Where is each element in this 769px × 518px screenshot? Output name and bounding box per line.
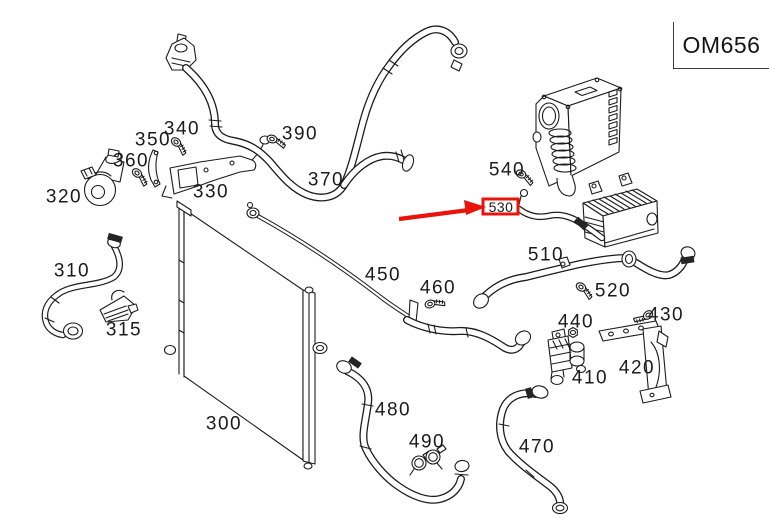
hose-530-drawing [519,188,602,239]
callout-520[interactable]: 520 [594,280,632,302]
callout-420[interactable]: 420 [618,357,656,379]
callout-300[interactable]: 300 [205,413,243,435]
callout-490[interactable]: 490 [408,431,446,453]
callout-460[interactable]: 460 [419,277,457,299]
callout-440[interactable]: 440 [557,311,595,333]
callout-320[interactable]: 320 [45,186,83,208]
highlight-annotation [398,197,520,222]
callout-480[interactable]: 480 [374,399,412,421]
callout-430[interactable]: 430 [647,304,685,326]
callout-330[interactable]: 330 [192,181,230,203]
hose-510-drawing [473,246,696,309]
callout-510[interactable]: 510 [527,244,565,266]
highlight-arrow-shaft [398,207,470,222]
callout-350[interactable]: 350 [134,129,172,151]
bracket-420-drawing [598,320,672,404]
pipe-450-drawing [246,201,532,350]
strap-350-drawing [148,149,161,188]
callout-540[interactable]: 540 [488,159,526,181]
hose-480-drawing [336,356,470,499]
callout-310[interactable]: 310 [53,260,91,282]
hose-470-drawing [499,385,569,515]
callout-530-highlighted[interactable]: 530 [488,199,514,215]
oil-cooler-drawing [582,172,659,248]
callout-450[interactable]: 450 [364,264,402,286]
bracket-330-drawing [161,135,271,199]
clamp-315-drawing [99,289,139,323]
thermostat-drawing [165,33,197,71]
callout-370[interactable]: 370 [307,169,345,191]
hose-310-drawing [45,232,122,340]
callout-360[interactable]: 360 [112,150,150,172]
callout-315[interactable]: 315 [105,319,143,341]
bolt-520-drawing [572,280,596,301]
callout-410[interactable]: 410 [571,367,609,389]
callout-340[interactable]: 340 [163,118,201,140]
callout-470[interactable]: 470 [518,436,556,458]
callout-390[interactable]: 390 [281,123,319,145]
hose-370-drawing [186,29,468,197]
engine-code-box: OM656 [673,22,769,69]
radiator-drawing [163,200,328,470]
intercooler-drawing [532,77,623,197]
coolant-valve-410-drawing [547,326,587,386]
engine-code-label: OM656 [682,31,761,58]
clamps-490-drawing [409,444,447,476]
highlight-arrow-head [464,200,486,215]
pump-320-drawing [80,148,125,207]
